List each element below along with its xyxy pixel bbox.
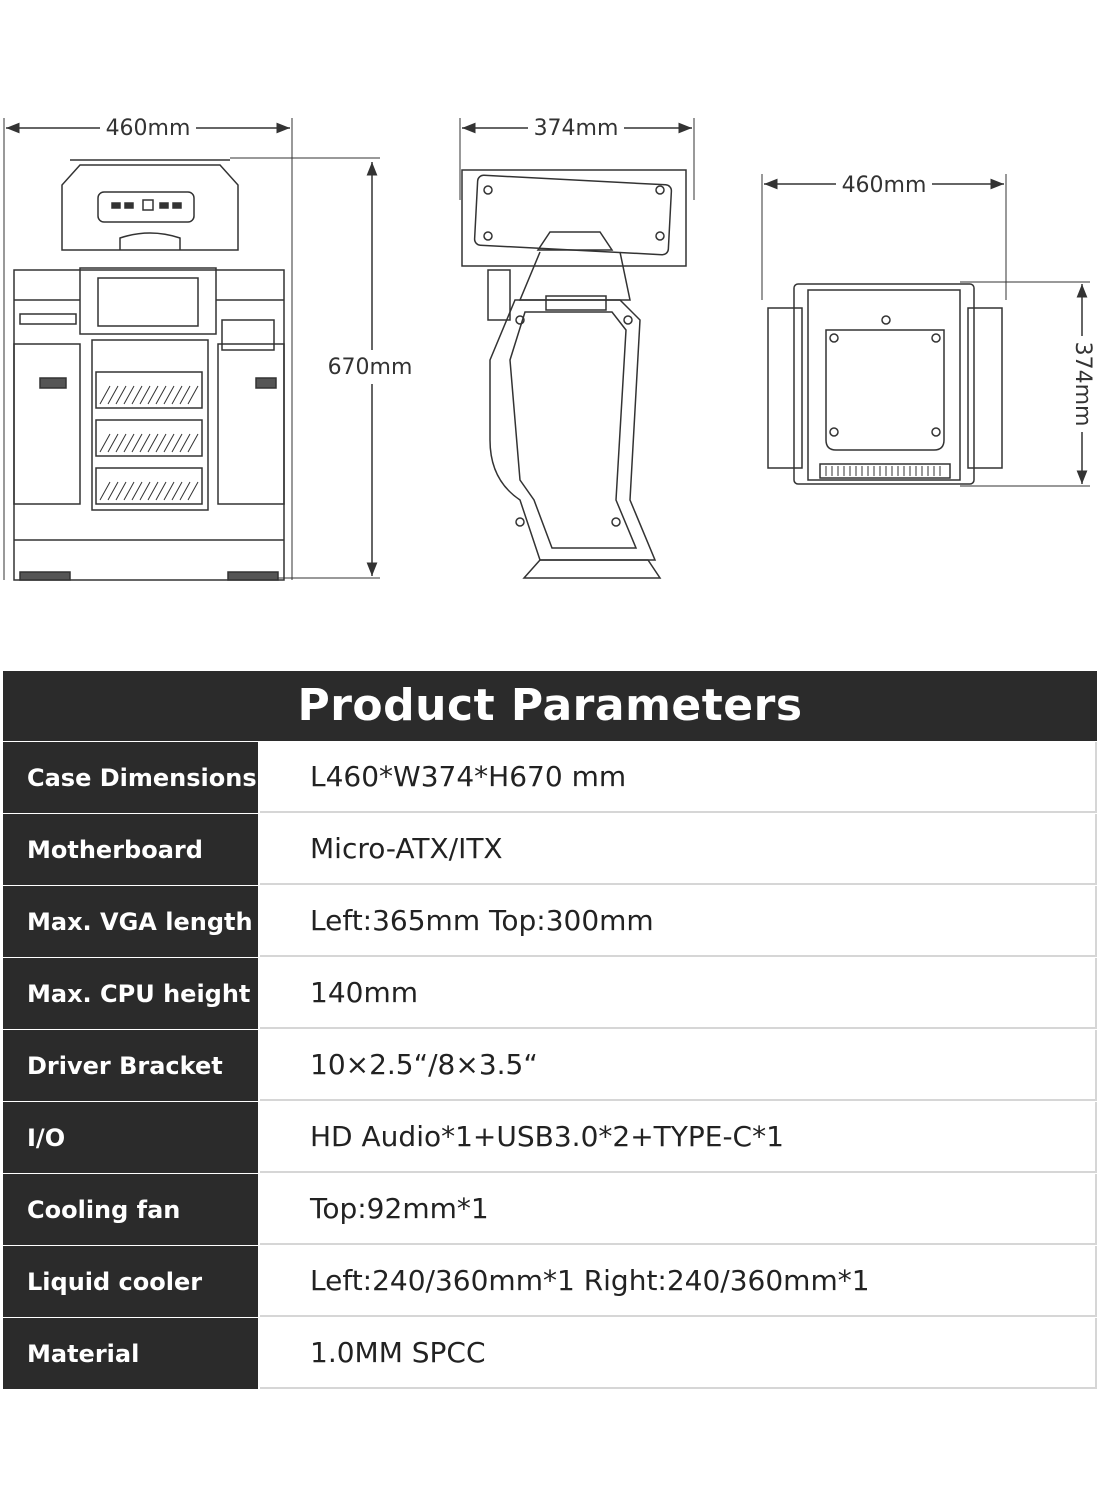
param-value: Top:92mm*1 [260,1174,1097,1245]
param-label: I/O [3,1102,260,1173]
param-value: Left:365mm Top:300mm [260,886,1097,957]
param-value: Left:240/360mm*1 Right:240/360mm*1 [260,1246,1097,1317]
param-value: 1.0MM SPCC [260,1318,1097,1389]
front-height-label: 670mm [328,355,413,380]
front-width-label: 460mm [106,116,191,141]
param-label: Case Dimensions [3,742,260,813]
top-depth-label: 374mm [1070,342,1095,427]
param-value: L460*W374*H670 mm [260,742,1097,813]
side-view-drawing [459,114,695,579]
param-label: Driver Bracket [3,1030,260,1101]
side-width-label: 374mm [534,116,619,141]
top-width-label: 460mm [842,173,927,198]
params-title: Product Parameters [3,671,1097,741]
param-label: Cooling fan [3,1174,260,1245]
param-value: 140mm [260,958,1097,1029]
param-value: 10×2.5“/8×3.5“ [260,1030,1097,1101]
param-value: Micro-ATX/ITX [260,814,1097,885]
param-label: Max. CPU height [3,958,260,1029]
case-dimension-drawings: 460mm 670mm 374mm 460mm 374mm [3,114,1098,581]
front-view-drawing [3,114,420,581]
param-value: HD Audio*1+USB3.0*2+TYPE-C*1 [260,1102,1097,1173]
param-label: Max. VGA length [3,886,260,957]
param-label: Liquid cooler [3,1246,260,1317]
param-label: Material [3,1318,260,1389]
top-view-drawing [761,170,1098,487]
param-label: Motherboard [3,814,260,885]
